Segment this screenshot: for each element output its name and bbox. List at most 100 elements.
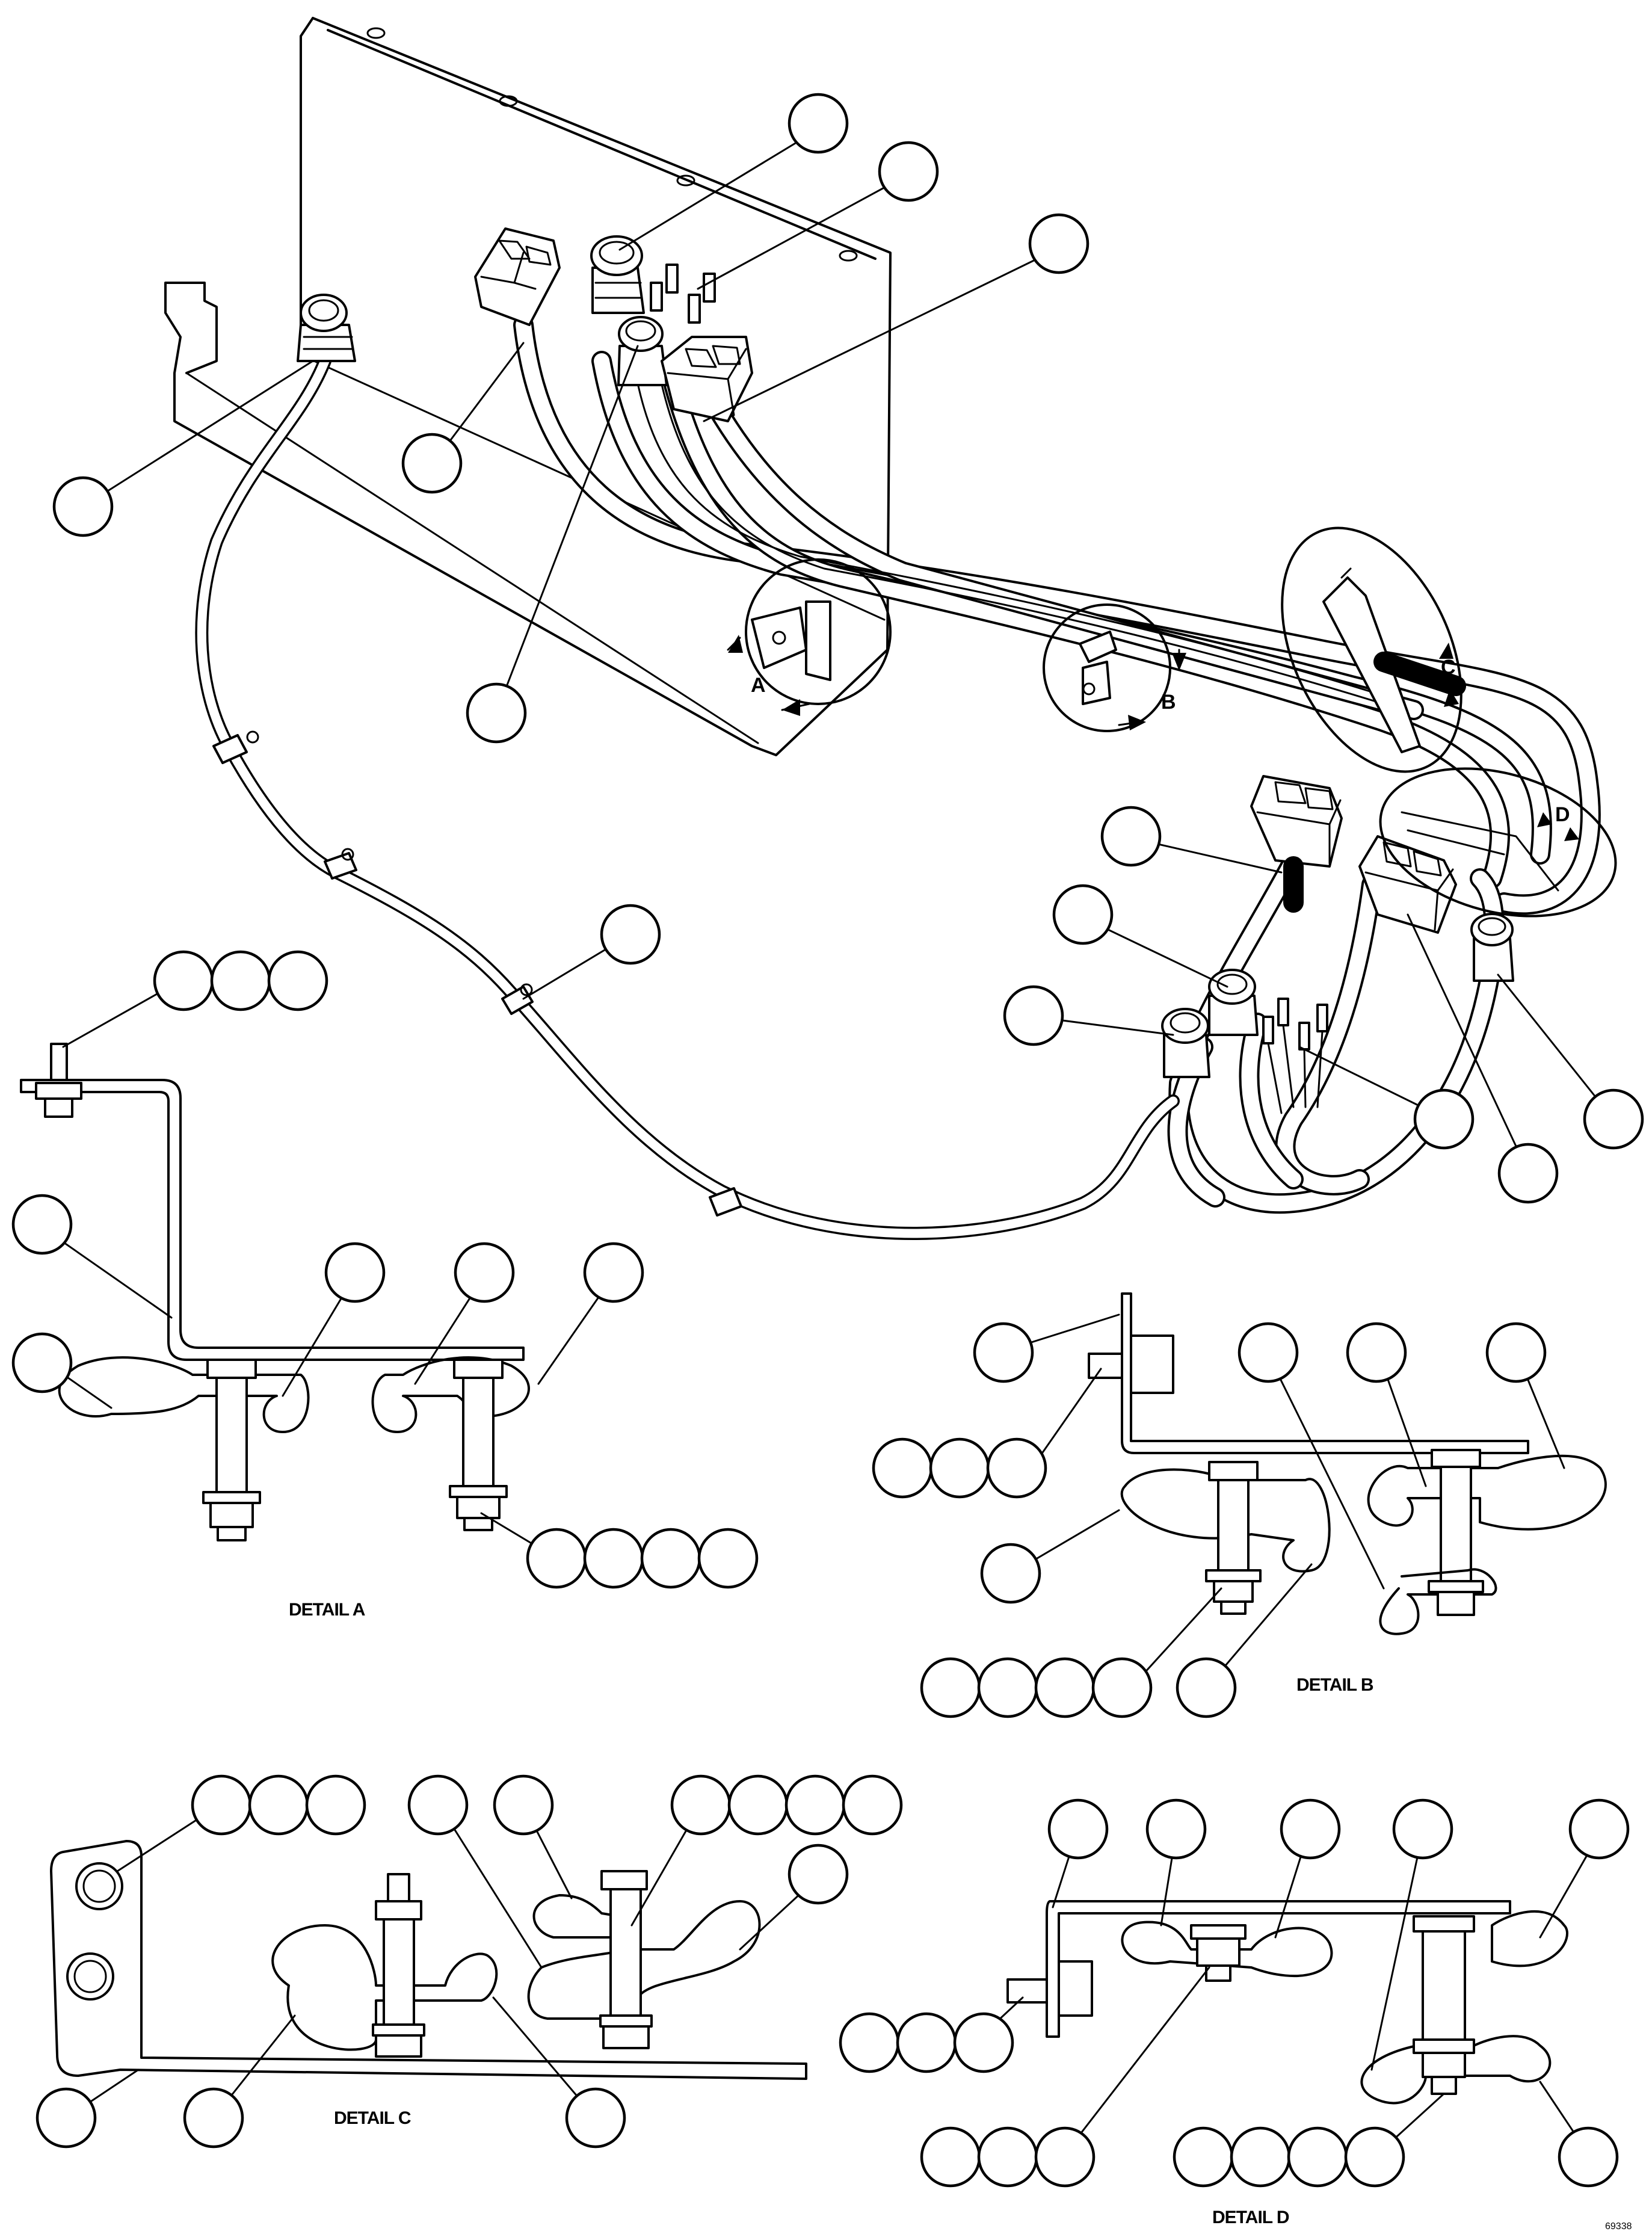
view-label-c: C <box>1441 656 1456 679</box>
callout-balloon <box>1091 1657 1153 1718</box>
long-single-wire <box>195 354 1180 1240</box>
callout-balloon <box>640 1528 701 1589</box>
callout-balloon <box>973 1322 1034 1383</box>
wire-clip <box>212 730 259 764</box>
callout-balloon <box>920 2126 981 2188</box>
callout-balloon <box>1237 1322 1299 1383</box>
callout-balloon <box>697 1528 759 1589</box>
callout-balloon <box>583 1528 644 1589</box>
detail-c-title: DETAIL C <box>334 2108 411 2128</box>
callout-balloon <box>839 2012 900 2073</box>
callout-balloon <box>35 2087 97 2149</box>
illustration-id: 69338 <box>1605 2221 1632 2232</box>
callout-balloon <box>1568 1798 1630 1860</box>
rectangular-connector <box>1250 775 1343 913</box>
view-label-d: D <box>1555 803 1570 826</box>
callout-balloon <box>1485 1322 1547 1383</box>
callout-balloon <box>872 1437 933 1499</box>
callout-balloon <box>267 950 328 1011</box>
wire-clip <box>709 1187 742 1217</box>
callout-balloon <box>977 2126 1038 2188</box>
callout-balloon <box>305 1774 366 1836</box>
callout-balloon <box>1287 2126 1348 2188</box>
view-label-b: B <box>1161 691 1176 714</box>
round-connector <box>1470 913 1514 982</box>
detail-d-title: DETAIL D <box>1212 2208 1289 2227</box>
callout-balloon <box>986 1437 1047 1499</box>
callout-balloon <box>1047 1798 1109 1860</box>
callout-balloon <box>1392 1798 1453 1860</box>
callout-balloon <box>183 2087 244 2149</box>
callout-balloon <box>1230 2126 1291 2188</box>
callout-balloon <box>324 1242 386 1303</box>
view-oval-d: D <box>1379 767 1617 918</box>
rectangular-connector <box>474 227 561 326</box>
view-label-a: A <box>751 674 766 697</box>
main-harness-bundle <box>513 315 1601 915</box>
callout-balloon <box>1346 1322 1407 1383</box>
callout-balloon <box>1052 884 1114 945</box>
callout-balloon <box>52 476 114 537</box>
callout-balloon <box>977 1657 1038 1718</box>
round-connector <box>1161 1008 1210 1078</box>
callout-balloon <box>1176 1657 1237 1718</box>
callout-balloon <box>1034 1657 1096 1718</box>
callout-balloon <box>600 904 661 965</box>
callout-balloon <box>878 141 939 202</box>
callout-balloon <box>670 1774 732 1836</box>
detail-b: DETAIL B <box>1088 1292 1607 1695</box>
callout-balloon <box>727 1774 789 1836</box>
callout-balloon <box>11 1332 73 1393</box>
callout-balloon <box>1583 1088 1644 1150</box>
view-oval-c: C <box>1281 526 1466 773</box>
callout-balloons <box>11 93 1644 2188</box>
round-connector <box>1208 969 1259 1036</box>
callout-balloon <box>980 1543 1041 1604</box>
callout-balloon <box>526 1528 587 1589</box>
callout-balloon <box>787 93 849 154</box>
callout-balloon <box>1497 1143 1559 1204</box>
callout-balloon <box>1558 2126 1619 2188</box>
round-connector <box>617 316 668 386</box>
wire-clip <box>324 848 357 880</box>
callout-balloon <box>842 1774 903 1836</box>
callout-balloon <box>466 682 527 744</box>
callout-balloon <box>454 1242 515 1303</box>
rectangular-connector <box>661 336 753 422</box>
callout-balloon <box>896 2012 957 2073</box>
callout-balloon <box>493 1774 554 1836</box>
callout-balloon <box>401 433 463 494</box>
terminal-pins <box>650 264 716 324</box>
callout-balloon <box>210 950 271 1011</box>
detail-c: DETAIL C <box>50 1840 807 2128</box>
round-connector <box>590 235 645 314</box>
callout-balloon <box>583 1242 644 1303</box>
callout-balloon <box>920 1657 981 1718</box>
view-circle-b: B <box>1043 603 1186 732</box>
callout-balloon <box>1028 213 1090 274</box>
callout-balloon <box>1003 985 1064 1046</box>
detail-a: DETAIL A <box>20 1043 530 1620</box>
callout-balloon <box>929 1437 990 1499</box>
view-circle-a: A <box>727 558 892 716</box>
callout-balloon <box>191 1774 252 1836</box>
terminal-pins <box>1262 998 1328 1114</box>
callout-balloon <box>953 2012 1014 2073</box>
wire-clip <box>501 983 534 1015</box>
detail-d: DETAIL D <box>1006 1900 1568 2227</box>
round-connector <box>297 294 356 362</box>
callout-balloon <box>1100 806 1162 867</box>
callout-balloon <box>248 1774 309 1836</box>
callout-balloon <box>1280 1798 1341 1860</box>
detail-b-title: DETAIL B <box>1296 1675 1373 1695</box>
detail-a-title: DETAIL A <box>289 1600 365 1620</box>
callout-balloon <box>153 950 214 1011</box>
callout-balloon <box>787 1844 849 1905</box>
rectangular-connector <box>1358 835 1457 934</box>
callout-balloon <box>1173 2126 1234 2188</box>
callout-balloon <box>565 2087 626 2149</box>
callout-balloon <box>784 1774 846 1836</box>
callout-balloon <box>11 1194 73 1255</box>
callout-balloon <box>1413 1088 1475 1150</box>
